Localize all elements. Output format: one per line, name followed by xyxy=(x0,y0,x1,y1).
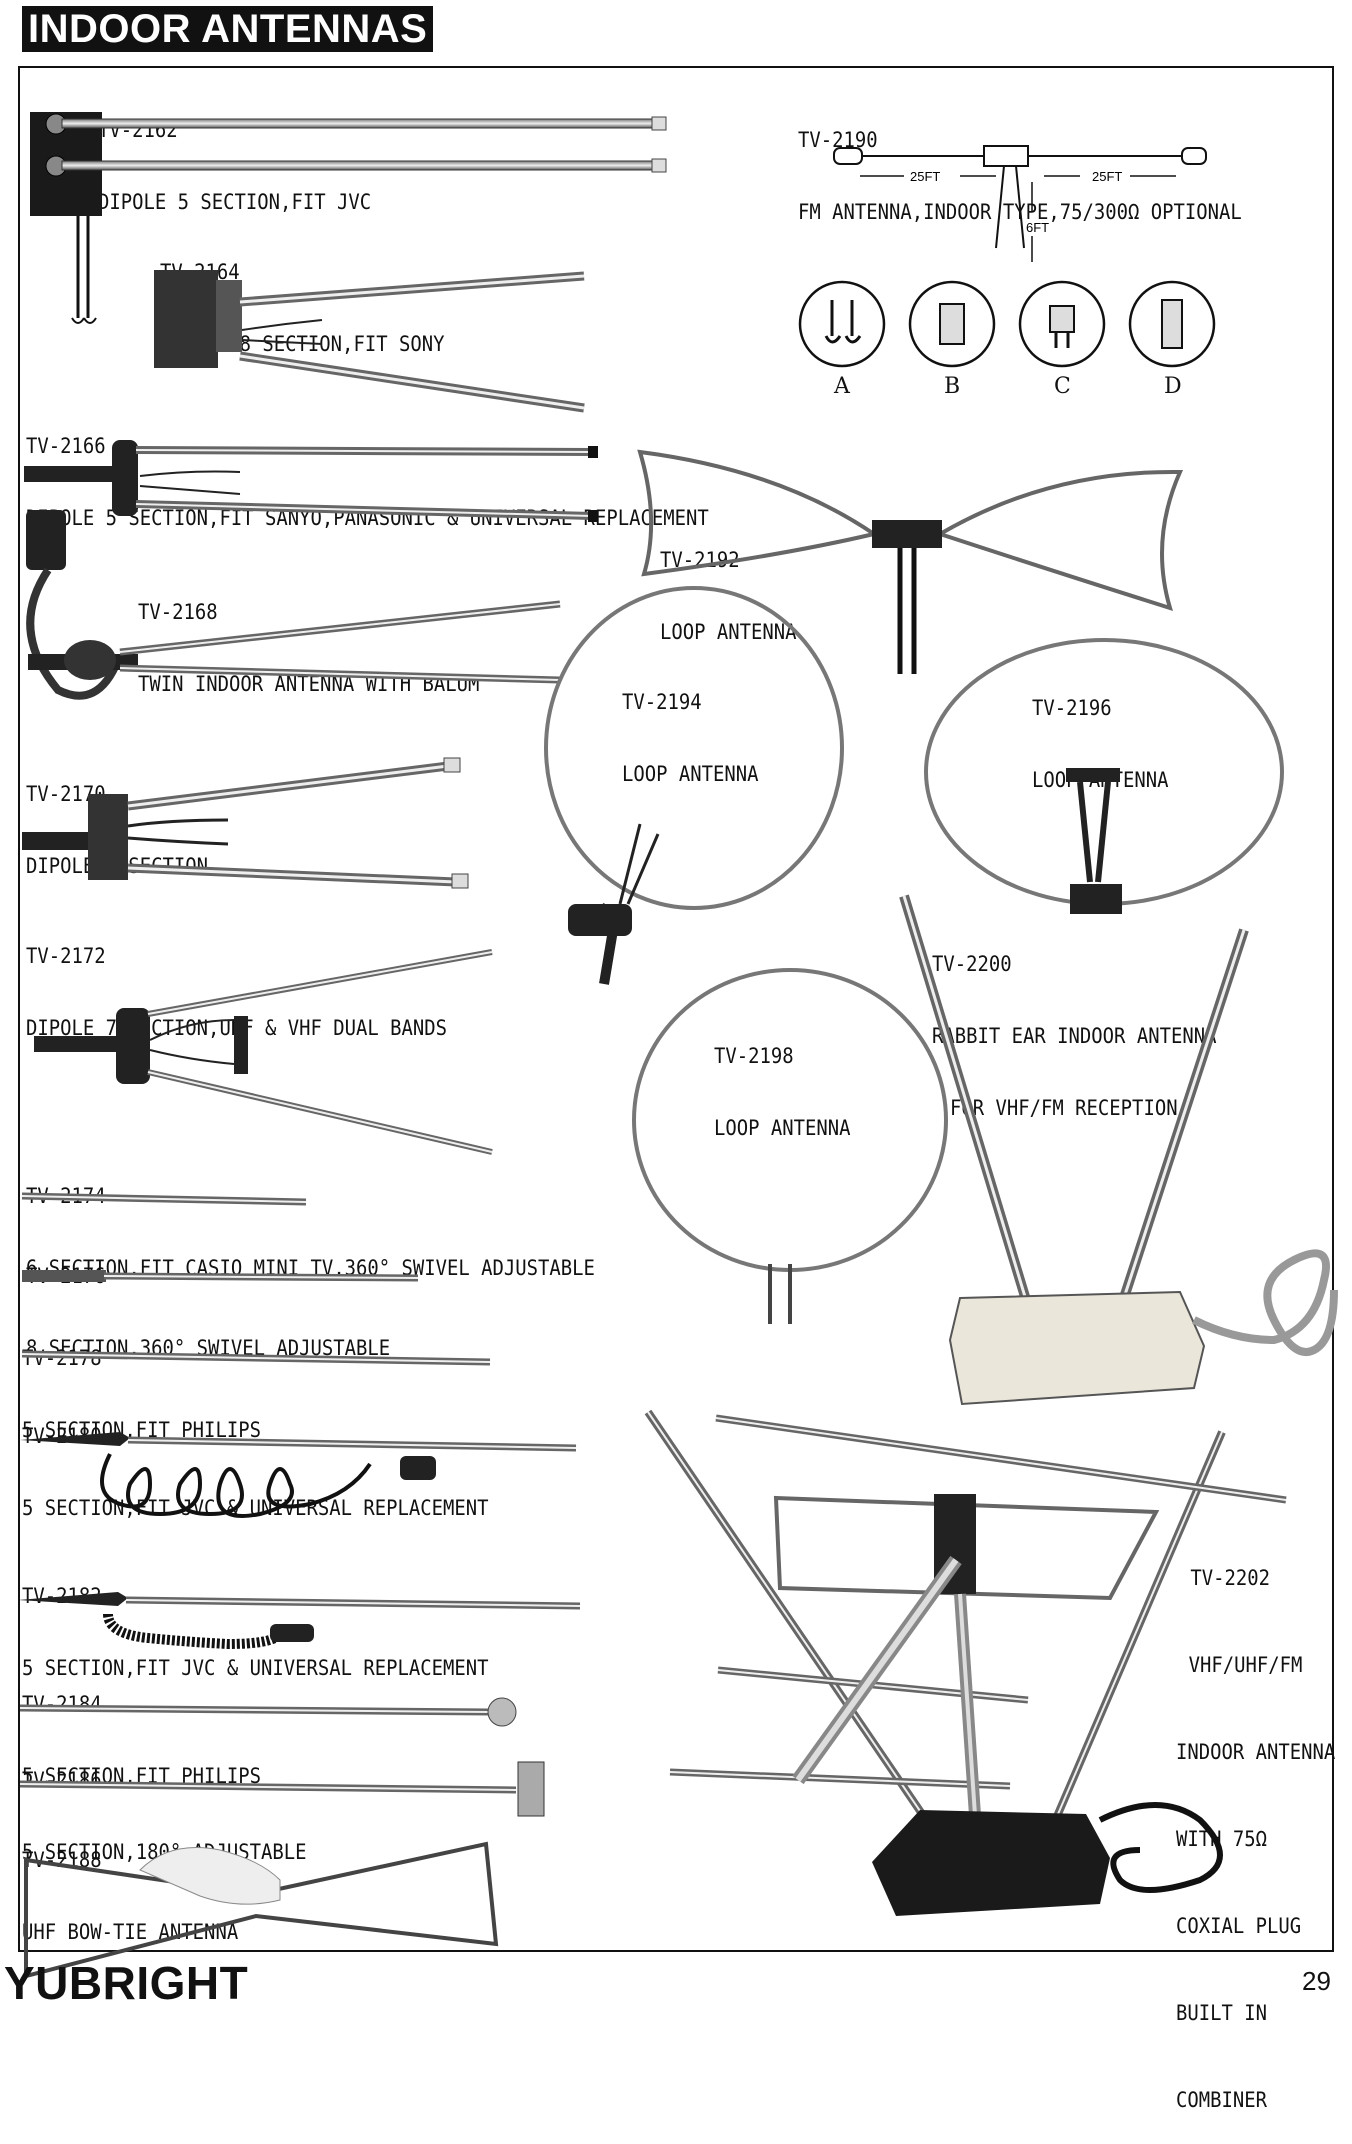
plug-options xyxy=(798,280,1216,368)
model-description: VHF/UHF/FM xyxy=(1188,1653,1303,1677)
antenna-tv-2198-image xyxy=(632,968,948,1324)
model-description: 5 SECTION,FIT JVC & UNIVERSAL REPLACEMEN… xyxy=(22,1656,489,1680)
antenna-tv-2202-image xyxy=(644,1409,1287,1916)
model-number: TV-2172 xyxy=(26,944,106,968)
antenna-tv-2168-image xyxy=(26,510,561,700)
model-number: TV-2202 xyxy=(1190,1566,1271,1590)
model-description: LOOP ANTENNA xyxy=(622,762,759,786)
model-number: TV-2198 xyxy=(714,1044,794,1068)
antenna-tv-2192-image xyxy=(637,449,1184,674)
product-caption-tv-2162: TV-2162 DIPOLE 5 SECTION,FIT JVC xyxy=(98,70,371,238)
plug-label-c: C xyxy=(1054,374,1071,399)
model-description: LOOP ANTENNA xyxy=(660,620,797,644)
model-description: FM ANTENNA,INDOOR TYPE,75/300Ω OPTIONAL xyxy=(798,200,1242,224)
product-caption-tv-2200: TV-2200 RABBIT EAR INDOOR ANTENNA FOR VH… xyxy=(932,904,1216,1144)
model-description-line4: COXIAL PLUG xyxy=(1176,1914,1302,1938)
plug-label-a: A xyxy=(834,374,850,399)
model-description: LOOP ANTENNA xyxy=(714,1116,851,1140)
fm-right-length: 25FT xyxy=(1092,169,1122,184)
antenna-tv-2164-image xyxy=(154,270,585,413)
fm-antenna-diagram: 25FT 25FT 6FT xyxy=(833,145,1207,262)
product-caption-tv-2190: TV-2190 FM ANTENNA,INDOOR TYPE,75/300Ω O… xyxy=(798,80,1242,248)
page-number: 29 xyxy=(1302,1966,1331,1996)
product-caption-tv-2198: TV-2198 LOOP ANTENNA xyxy=(714,996,851,1164)
product-caption-tv-2196: TV-2196 LOOP ANTENNA xyxy=(1032,648,1169,816)
model-description-line6: COMBINER xyxy=(1176,2088,1268,2112)
antenna-tv-2162-image xyxy=(30,112,667,324)
antenna-tv-2170-image xyxy=(22,757,469,889)
fm-drop-length: 6FT xyxy=(1026,220,1049,235)
antenna-tv-2176-image xyxy=(22,1270,419,1282)
antenna-tv-2178-image xyxy=(21,1350,491,1366)
page-title: INDOOR ANTENNAS xyxy=(22,6,434,52)
antenna-tv-2182-image xyxy=(18,1592,581,1650)
product-illustrations: 25FT 25FT 6FT xyxy=(18,112,1338,1979)
product-caption-tv-2194: TV-2194 LOOP ANTENNA xyxy=(622,642,759,810)
antenna-tv-2188-image xyxy=(24,1841,499,1979)
antenna-tv-2180-image xyxy=(20,1432,577,1518)
model-description: RABBIT EAR INDOOR ANTENNA xyxy=(932,1024,1217,1048)
model-description-line2: FOR VHF/FM RECEPTION xyxy=(950,1096,1178,1120)
antenna-tv-2200-image xyxy=(899,894,1338,1406)
model-number: TV-2194 xyxy=(622,690,702,714)
product-caption-tv-2192: TV-2192 LOOP ANTENNA xyxy=(660,500,797,668)
model-description: DIPOLE 5 SECTION,FIT JVC xyxy=(98,190,372,214)
model-number: TV-2168 xyxy=(138,600,218,624)
antenna-tv-2184-image xyxy=(19,1697,517,1727)
model-description-line2: INDOOR ANTENNA xyxy=(1176,1740,1336,1764)
model-number: TV-2166 xyxy=(26,434,106,458)
antenna-tv-2194-image xyxy=(544,586,844,985)
product-caption-tv-2182: TV-2182 5 SECTION,FIT JVC & UNIVERSAL RE… xyxy=(22,1536,489,1704)
catalog-frame xyxy=(18,66,1334,1952)
antenna-tv-2172-image xyxy=(34,949,493,1155)
antenna-tv-2166-image xyxy=(24,440,598,522)
fm-left-length: 25FT xyxy=(910,169,940,184)
brand-logo: YUBRIGHT xyxy=(4,1957,249,2009)
model-number: TV-2200 xyxy=(932,952,1012,976)
antenna-tv-2174-image xyxy=(21,1192,307,1206)
antenna-tv-2186-image xyxy=(19,1761,545,1817)
antenna-tv-2196-image xyxy=(924,638,1284,914)
model-number: TV-2196 xyxy=(1032,696,1112,720)
plug-label-b: B xyxy=(944,374,961,399)
plug-label-d: D xyxy=(1164,374,1182,399)
